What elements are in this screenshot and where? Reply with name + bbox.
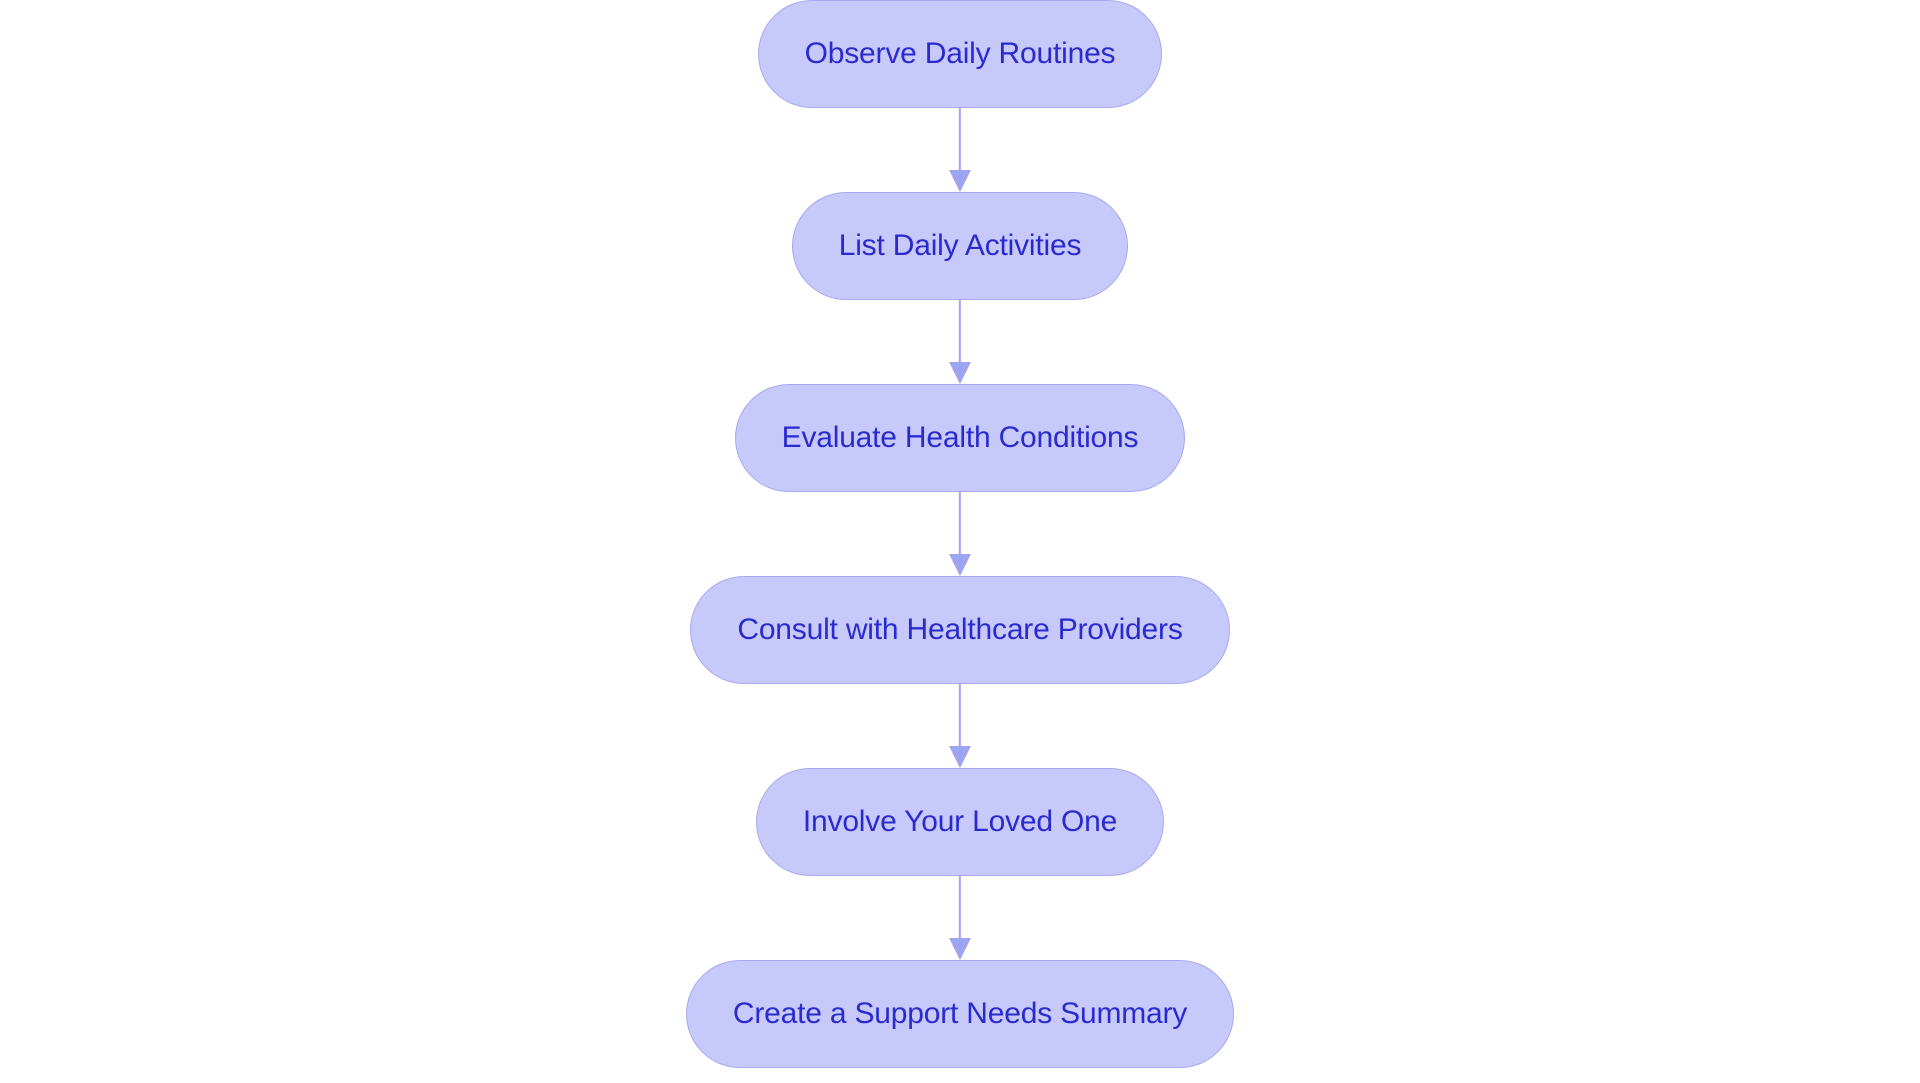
edge-line [958, 108, 962, 174]
flow-edge-n1-n2 [940, 108, 980, 192]
flow-edge-n4-n5 [940, 684, 980, 768]
flow-node-list-daily-activities[interactable]: List Daily Activities [791, 192, 1129, 300]
flow-node-label: Consult with Healthcare Providers [737, 613, 1183, 646]
flow-node-evaluate-health-conditions[interactable]: Evaluate Health Conditions [734, 384, 1186, 492]
flow-edge-n2-n3 [940, 300, 980, 384]
down-arrow-icon [949, 938, 971, 960]
edge-line [958, 492, 962, 558]
flow-node-observe-daily-routines[interactable]: Observe Daily Routines [757, 0, 1163, 108]
flow-node-label: Evaluate Health Conditions [781, 421, 1139, 454]
flow-edge-n5-n6 [940, 876, 980, 960]
edge-line [958, 300, 962, 366]
down-arrow-icon [949, 170, 971, 192]
flow-node-label: List Daily Activities [838, 229, 1082, 262]
down-arrow-icon [949, 746, 971, 768]
edge-line [958, 876, 962, 942]
flow-node-involve-your-loved-one[interactable]: Involve Your Loved One [755, 768, 1165, 876]
edge-line [958, 684, 962, 750]
flow-node-create-a-support-needs-summary[interactable]: Create a Support Needs Summary [685, 960, 1235, 1068]
flow-node-label: Involve Your Loved One [802, 805, 1118, 838]
flow-node-label: Observe Daily Routines [804, 37, 1116, 70]
flow-edge-n3-n4 [940, 492, 980, 576]
down-arrow-icon [949, 362, 971, 384]
flow-node-consult-with-healthcare-providers[interactable]: Consult with Healthcare Providers [690, 576, 1230, 684]
flow-node-label: Create a Support Needs Summary [732, 997, 1188, 1030]
down-arrow-icon [949, 554, 971, 576]
